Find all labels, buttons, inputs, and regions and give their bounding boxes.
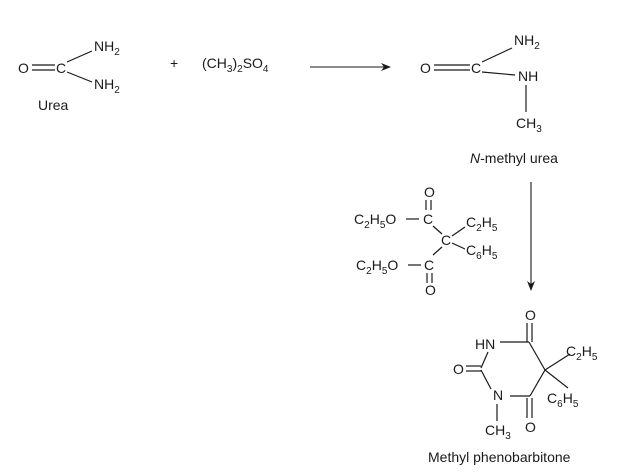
- urea-structure: O C NH2 NH2 Urea: [18, 38, 120, 113]
- malonate-c-c-top-bond: [432, 225, 443, 235]
- malonate-structure: O C2H5O C C C2H5 C6H5 C2H5O C O: [354, 184, 498, 298]
- methyl-urea-oxygen-atom: O: [420, 60, 431, 76]
- urea-nh2-bottom: NH2: [94, 76, 120, 96]
- methyl-urea-structure: O C NH2 NH CH3 N-methyl urea: [420, 32, 558, 166]
- methyl-urea-caption: N-methyl urea: [470, 150, 558, 166]
- urea-cn-bond-bottom: [66, 71, 93, 83]
- product-oxygen-bottom: O: [525, 419, 536, 435]
- malonate-oxygen-top: O: [424, 184, 435, 200]
- malonate-ester-bottom: C2H5O: [356, 257, 398, 277]
- methyl-urea-ch3: CH3: [516, 115, 542, 135]
- methyl-urea-nh2: NH2: [514, 32, 540, 52]
- product-caption: Methyl phenobarbitone: [428, 449, 571, 465]
- malonate-phenyl: C6H5: [466, 242, 498, 262]
- malonate-ester-top: C2H5O: [354, 211, 396, 231]
- malonate-carbonyl-carbon-bottom: C: [424, 257, 434, 273]
- methyl-phenobarbitone-structure: O C2H5 C6H5 O N CH3 O HN Methyl phenobar…: [428, 307, 598, 465]
- urea-nh2-top: NH2: [94, 38, 120, 58]
- methyl-urea-nh: NH: [518, 68, 538, 84]
- product-ch3: CH3: [485, 422, 511, 442]
- methyl-urea-carbon-atom: C: [471, 60, 481, 76]
- urea-cn-bond-top: [66, 50, 93, 63]
- product-n1-c2-bond: [480, 369, 492, 390]
- malonate-ethyl: C2H5: [466, 214, 498, 234]
- product-ethyl: C2H5: [566, 343, 598, 363]
- product-oxygen-top: O: [525, 307, 536, 323]
- methyl-urea-cn-bond-bottom: [481, 71, 516, 76]
- product-c5-c6-bond: [529, 369, 546, 397]
- dimethyl-sulfate-formula: (CH3)2SO4: [202, 55, 269, 75]
- urea-oxygen-atom: O: [18, 60, 29, 76]
- malonate-oxygen-bottom: O: [425, 282, 436, 298]
- malonate-c-c-bottom-bond: [432, 246, 443, 256]
- product-hn: HN: [475, 336, 495, 352]
- product-c4-c5-bond: [528, 341, 546, 371]
- product-c5-phenyl-bond: [544, 369, 569, 389]
- malonate-ethyl-bond: [451, 226, 466, 237]
- malonate-phenyl-bond: [451, 242, 466, 250]
- urea-caption: Urea: [38, 97, 69, 113]
- product-c2-n3-bond: [480, 351, 489, 369]
- methyl-urea-cn-bond-top: [481, 47, 513, 63]
- malonate-central-carbon: C: [441, 232, 451, 248]
- urea-carbon-atom: C: [56, 60, 66, 76]
- product-c5-ethyl-bond: [544, 353, 571, 371]
- product-phenyl: C6H5: [547, 390, 579, 410]
- malonate-carbonyl-carbon-top: C: [423, 211, 433, 227]
- product-n1-methyl-nitrogen: N: [493, 387, 503, 403]
- product-oxygen-left: O: [453, 361, 464, 377]
- plus-sign: +: [170, 55, 178, 71]
